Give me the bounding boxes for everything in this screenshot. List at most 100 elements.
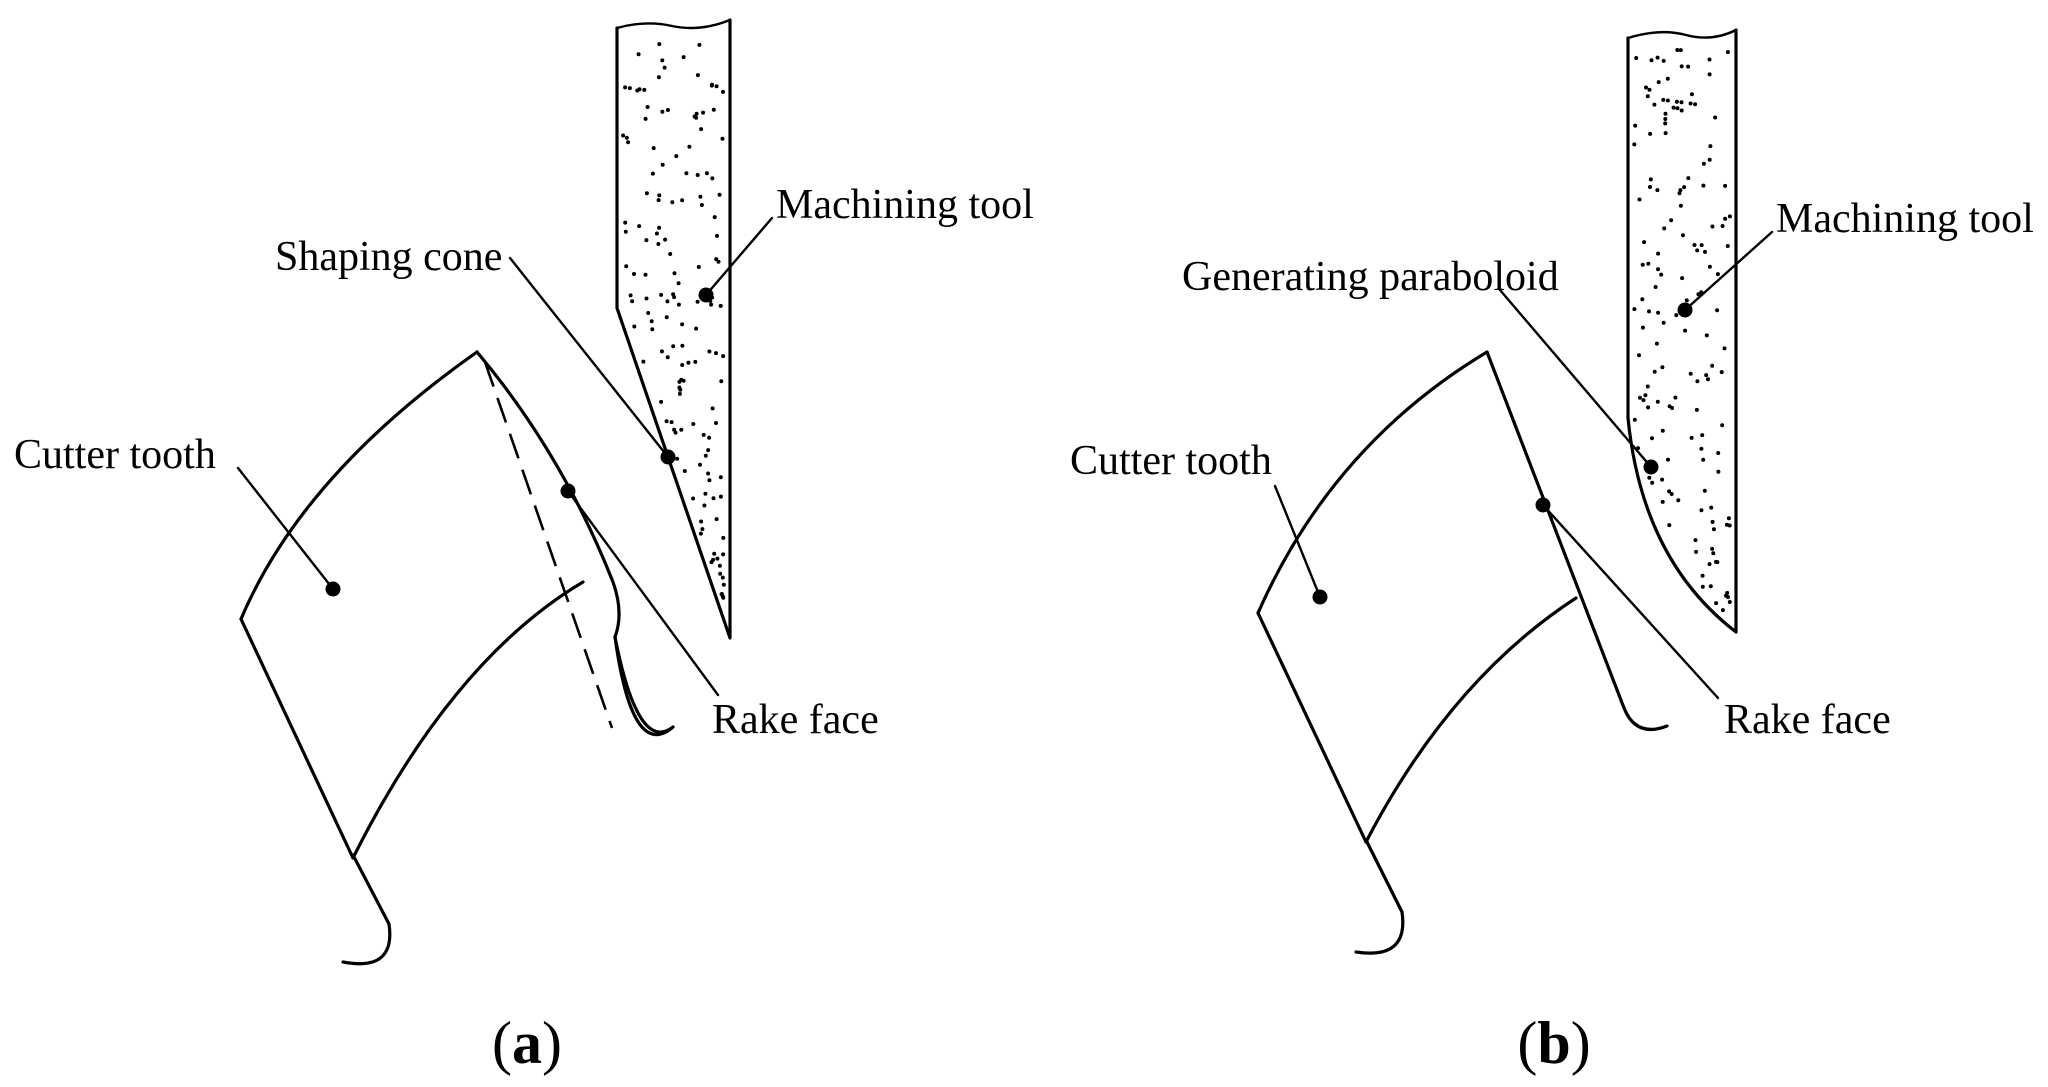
grain-speck [1710,519,1715,524]
grain-speck [707,435,712,440]
grain-speck [660,58,665,63]
panel-caption-a: (a) [492,1010,562,1076]
generating-paraboloid-point [1643,459,1659,475]
grain-speck [656,198,661,203]
grain-speck [716,259,721,264]
grain-speck [1699,508,1704,513]
grain-speck [1723,183,1728,188]
shaping-cone-label: Shaping cone [275,234,502,280]
grain-speck [1701,161,1706,166]
grain-speck [1656,267,1660,272]
grain-speck [695,73,700,78]
grain-speck [1699,446,1704,451]
grain-speck [651,146,656,151]
grain-speck [1679,108,1684,113]
grinding-grain-texture-a [621,42,726,600]
grain-speck [718,494,723,499]
grain-speck [1707,562,1712,567]
grain-speck [706,448,711,453]
grain-speck [1652,369,1657,374]
grain-speck [693,359,698,364]
grain-speck [671,344,676,349]
grain-speck [1649,58,1654,63]
grain-speck [643,116,648,121]
generating-paraboloid-label: Generating paraboloid [1182,254,1559,300]
grain-speck [710,176,715,181]
grain-speck [701,432,706,437]
grain-speck [1707,264,1712,269]
grain-speck [621,133,626,138]
grain-speck [1637,353,1641,358]
grain-speck [698,194,703,199]
grain-speck [687,144,692,149]
grain-speck [623,229,628,234]
grain-speck [657,42,662,47]
grain-speck [665,299,670,304]
grain-speck [1680,276,1685,281]
grain-speck [632,272,636,276]
grain-speck [1727,214,1732,219]
grain-speck [701,110,706,115]
grain-speck [1663,131,1668,136]
grain-speck [1715,308,1720,313]
rake-face-label-a: Rake face [712,697,879,743]
grain-speck [712,215,717,220]
grain-speck [1711,527,1716,532]
grain-speck [677,391,682,396]
grain-speck [1678,203,1683,208]
grain-speck [1641,398,1646,403]
grain-speck [718,303,723,308]
grain-speck [1632,417,1637,422]
grain-speck [1689,92,1694,97]
grain-speck [720,136,725,141]
grain-speck [669,420,674,425]
grain-speck [1688,101,1693,106]
grain-speck [1654,341,1659,346]
grain-speck [717,563,722,568]
grain-speck [714,84,719,89]
grain-speck [650,171,655,176]
grain-speck [711,107,716,112]
grain-speck [1704,333,1709,338]
grain-speck [659,399,664,404]
grain-speck [1652,102,1657,107]
grain-speck [1688,371,1693,376]
grain-speck [1679,100,1684,105]
grain-speck [644,296,649,301]
grain-speck [1713,115,1718,120]
grain-speck [1659,272,1664,277]
grain-speck [699,127,704,132]
cutter-tooth-point-a [325,581,341,597]
panel-caption-b: (b) [1517,1010,1590,1076]
grain-speck [641,359,646,364]
rake-face-point-a [560,483,576,499]
grain-speck [1686,64,1691,69]
grain-speck [1675,106,1680,111]
grain-speck [1640,325,1645,330]
grain-speck [1632,307,1637,312]
grain-speck [1701,457,1706,462]
grain-speck [721,89,725,94]
grain-speck [1694,407,1699,412]
grain-speck [1643,393,1648,398]
grain-speck [1707,72,1712,77]
grain-speck [642,87,647,92]
grain-speck [721,595,726,600]
grain-speck [698,462,702,467]
cutter-tooth-label-b: Cutter tooth [1070,438,1272,484]
machining-tool-point-a [698,287,714,303]
grain-speck [691,496,696,501]
grain-speck [720,575,725,580]
grain-speck [659,292,664,297]
grain-speck [1646,261,1651,266]
grain-speck [710,82,714,87]
grain-speck [1715,272,1720,277]
grain-speck [1655,188,1660,193]
grain-speck [663,237,668,242]
grain-speck [1689,435,1694,440]
grain-speck [1671,105,1676,110]
grain-speck [672,271,677,276]
grain-speck [668,252,673,256]
grain-speck [1633,123,1638,128]
grain-speck [637,224,642,229]
